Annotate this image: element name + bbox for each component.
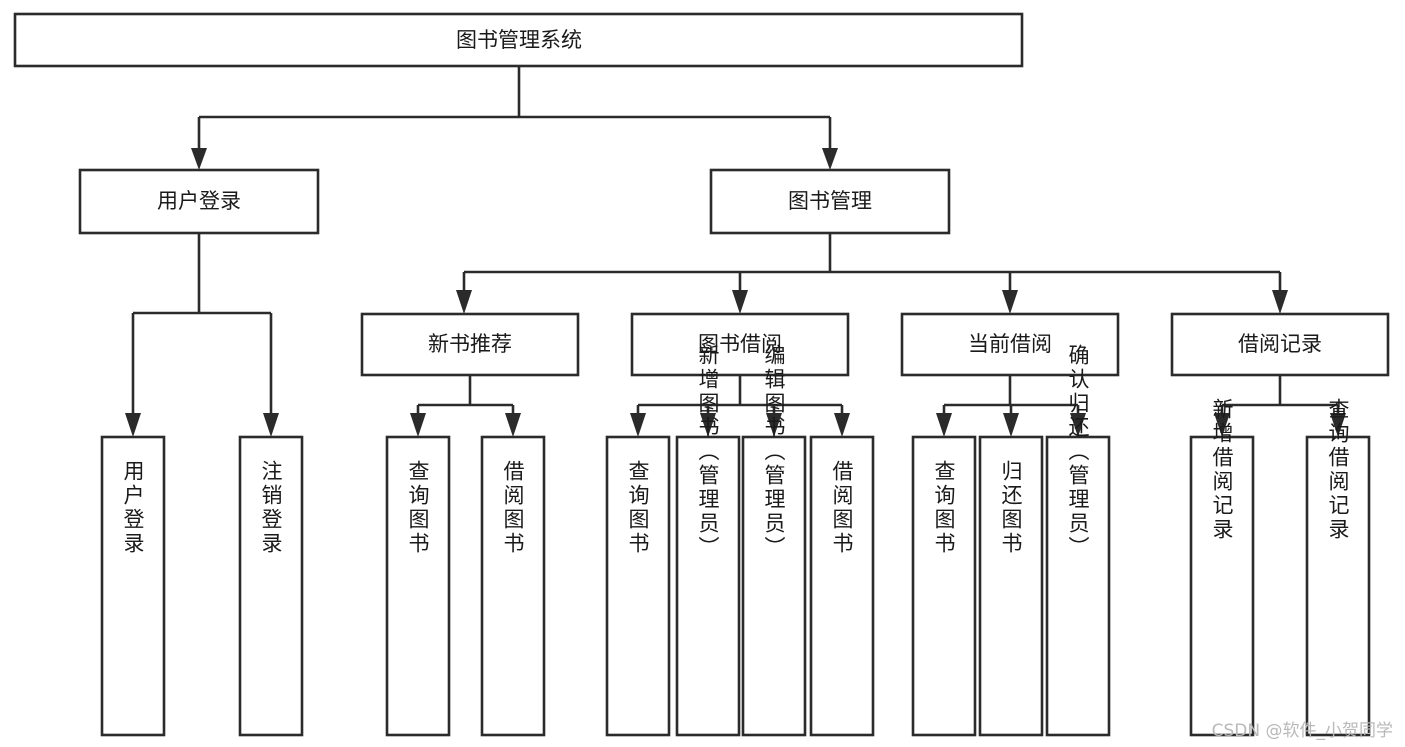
arrow-to-leaf-borrow-book-2-icon	[834, 413, 850, 437]
node-borrow-record-box[interactable]	[1170, 312, 1390, 377]
edges-current-borrow-to-leaves	[936, 375, 1086, 437]
node-borrow-record-label: 借阅记录	[1238, 332, 1322, 356]
node-leaf-add-book-label: 新增图书（管理员）	[696, 344, 720, 560]
node-user-login[interactable]: 用户登录	[78, 168, 320, 235]
node-leaf-borrow-book-2-box[interactable]	[809, 435, 875, 737]
node-leaf-return-book[interactable]: 归还图书	[978, 435, 1044, 737]
arrow-to-leaf-query-book-3-icon	[936, 413, 952, 437]
node-book-borrow-label: 图书借阅	[698, 332, 782, 356]
node-book-borrow[interactable]: 图书借阅	[630, 312, 850, 377]
node-leaf-add-record-label: 新增借阅记录	[1210, 398, 1234, 542]
arrow-to-leaf-confirm-return-icon	[1070, 413, 1086, 437]
node-user-login-box[interactable]	[78, 168, 320, 235]
node-leaf-query-book-2-box[interactable]	[605, 435, 671, 737]
arrow-to-new-book-recommend-icon	[456, 290, 472, 314]
node-book-management-label: 图书管理	[788, 189, 872, 213]
arrow-to-book-borrow-icon	[732, 290, 748, 314]
node-leaf-query-book-3[interactable]: 查询图书	[911, 435, 977, 737]
arrow-to-current-borrow-icon	[1002, 290, 1018, 314]
arrow-root-to-book-management-icon	[822, 148, 838, 170]
edges-new-book-recommend-to-leaves	[410, 375, 521, 437]
arrow-to-leaf-user-logout-icon	[263, 413, 279, 437]
arrow-to-borrow-record-icon	[1272, 290, 1288, 314]
node-leaf-confirm-return-box[interactable]	[1045, 435, 1111, 737]
node-leaf-query-record[interactable]: 查询借阅记录	[1305, 398, 1371, 737]
arrow-to-leaf-add-book-icon	[700, 413, 716, 437]
edges-borrow-record-to-leaves	[1214, 375, 1346, 437]
node-leaf-user-logout-box[interactable]	[238, 435, 304, 737]
arrow-root-to-user-login-icon	[191, 148, 207, 170]
arrow-to-leaf-query-book-2-icon	[630, 413, 646, 437]
node-book-management-box[interactable]	[709, 168, 951, 235]
node-root-system[interactable]: 图书管理系统	[13, 12, 1024, 68]
node-leaf-add-record-box[interactable]	[1189, 435, 1255, 737]
node-leaf-user-login-label: 用户登录	[121, 460, 145, 556]
node-leaf-borrow-book-2[interactable]: 借阅图书	[809, 435, 875, 737]
node-leaf-borrow-book-1[interactable]: 借阅图书	[480, 435, 546, 737]
node-leaf-add-record[interactable]: 新增借阅记录	[1189, 398, 1255, 737]
node-borrow-record[interactable]: 借阅记录	[1170, 312, 1390, 377]
node-leaf-add-book[interactable]: 新增图书（管理员）	[675, 344, 741, 737]
node-leaf-edit-book-box[interactable]	[741, 435, 807, 737]
node-book-borrow-box[interactable]	[630, 312, 850, 377]
node-leaf-query-book-1-label: 查询图书	[406, 460, 430, 556]
node-new-book-recommend[interactable]: 新书推荐	[360, 312, 580, 377]
node-leaf-query-book-2[interactable]: 查询图书	[605, 435, 671, 737]
node-current-borrow[interactable]: 当前借阅	[900, 312, 1120, 377]
edges-root-to-level2	[191, 66, 838, 170]
arrow-to-leaf-return-book-icon	[1003, 413, 1019, 437]
edges-user-login-to-leaves	[125, 233, 279, 437]
node-user-login-label: 用户登录	[157, 189, 241, 213]
node-new-book-recommend-box[interactable]	[360, 312, 580, 377]
node-leaf-borrow-book-2-label: 借阅图书	[830, 460, 854, 556]
node-leaf-edit-book[interactable]: 编辑图书（管理员）	[741, 344, 807, 737]
node-leaf-add-book-box[interactable]	[675, 435, 741, 737]
node-leaf-user-login-box[interactable]	[100, 435, 166, 737]
node-leaf-confirm-return-label: 确认归还（管理员）	[1066, 344, 1090, 560]
node-leaf-query-book-1[interactable]: 查询图书	[385, 435, 451, 737]
node-leaf-query-book-3-label: 查询图书	[932, 460, 956, 556]
node-current-borrow-label: 当前借阅	[968, 332, 1052, 356]
arrow-to-leaf-user-login-icon	[125, 413, 141, 437]
node-leaf-query-record-box[interactable]	[1305, 435, 1371, 737]
arrow-to-leaf-edit-book-icon	[766, 413, 782, 437]
node-root-box[interactable]	[13, 12, 1024, 68]
node-leaf-user-login[interactable]: 用户登录	[100, 435, 166, 737]
node-leaf-return-book-box[interactable]	[978, 435, 1044, 737]
node-leaf-query-book-1-box[interactable]	[385, 435, 451, 737]
node-leaf-query-record-label: 查询借阅记录	[1326, 398, 1350, 542]
node-leaf-borrow-book-1-box[interactable]	[480, 435, 546, 737]
node-root-label: 图书管理系统	[456, 28, 582, 52]
edges-book-borrow-to-leaves	[630, 375, 850, 437]
arrow-to-leaf-borrow-book-1-icon	[505, 413, 521, 437]
node-leaf-user-logout-label: 注销登录	[259, 460, 283, 556]
node-leaf-borrow-book-1-label: 借阅图书	[501, 460, 525, 556]
edges-book-management-to-level3	[456, 233, 1288, 314]
arrow-to-leaf-query-record-icon	[1330, 413, 1346, 437]
node-leaf-user-logout[interactable]: 注销登录	[238, 435, 304, 737]
node-current-borrow-box[interactable]	[900, 312, 1120, 377]
node-leaf-query-book-3-box[interactable]	[911, 435, 977, 737]
node-leaf-edit-book-label: 编辑图书（管理员）	[762, 344, 786, 560]
node-leaf-confirm-return[interactable]: 确认归还（管理员）	[1045, 344, 1111, 737]
arrow-to-leaf-add-record-icon	[1214, 413, 1230, 437]
node-leaf-return-book-label: 归还图书	[999, 460, 1023, 556]
node-book-management[interactable]: 图书管理	[709, 168, 951, 235]
node-leaf-query-book-2-label: 查询图书	[626, 460, 650, 556]
arrow-to-leaf-query-book-1-icon	[410, 413, 426, 437]
node-new-book-recommend-label: 新书推荐	[428, 332, 512, 356]
